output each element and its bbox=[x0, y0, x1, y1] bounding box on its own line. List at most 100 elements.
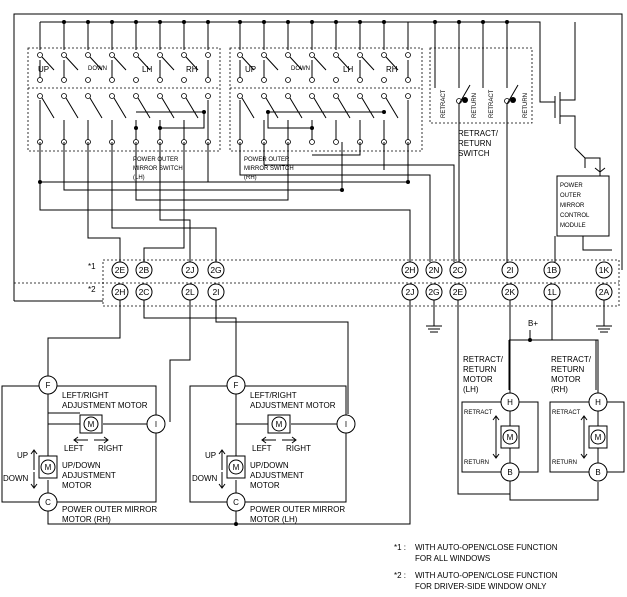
switch-rh-rh-label: RH bbox=[386, 65, 398, 74]
retract-motor-lh-name-1: RETRACT/ bbox=[463, 355, 504, 364]
row2-pin-2i: 2I bbox=[212, 287, 219, 297]
switch-lh-name-3: (LH) bbox=[133, 175, 145, 181]
switch-rh-name-3: (RH) bbox=[244, 175, 257, 181]
switch-lh-name-1: POWER OUTER bbox=[133, 157, 179, 163]
footnote-1-line-2: FOR ALL WINDOWS bbox=[415, 554, 490, 563]
lh-ud-motor-symbol: M bbox=[233, 463, 240, 472]
switch-rh-down-label: DOWN bbox=[291, 66, 310, 72]
footnotes: *1 : WITH AUTO-OPEN/CLOSE FUNCTION FOR A… bbox=[394, 543, 558, 591]
retract-motor-lh-term-h: H bbox=[507, 398, 513, 407]
switch-rh-up-label: UP bbox=[245, 65, 256, 74]
retract-motor-lh-term-b: B bbox=[507, 468, 512, 477]
footnote-1-mark: *1 : bbox=[394, 543, 406, 552]
rh-ud-label-1: UP/DOWN bbox=[62, 461, 101, 470]
row2-pin-2g: 2G bbox=[428, 287, 439, 297]
row1-pin-2b: 2B bbox=[139, 265, 150, 275]
retract-motor-rh-name-2: RETURN bbox=[551, 365, 585, 374]
rh-motor-term-f: F bbox=[46, 381, 51, 390]
lh-ud-label-3: MOTOR bbox=[250, 481, 280, 490]
rh-motor-term-c: C bbox=[45, 498, 51, 507]
row2-pin-2c: 2C bbox=[139, 287, 150, 297]
rh-ud-motor-symbol: M bbox=[45, 463, 52, 472]
power-outer-mirror-switch-lh: UP DOWN LH RH POWER OUTER MIRROR SWITCH … bbox=[27, 47, 221, 181]
row1-marker: *1 bbox=[88, 262, 96, 271]
retract-motor-lh-retract: RETRACT bbox=[464, 410, 493, 416]
retract-motor-lh-name-4: (LH) bbox=[463, 385, 479, 394]
retract-motor-lh-return: RETURN bbox=[464, 460, 489, 466]
lh-lr-motor-symbol: M bbox=[276, 420, 283, 429]
retract-motor-rh-return: RETURN bbox=[552, 460, 577, 466]
retract-motor-rh-term-h: H bbox=[595, 398, 601, 407]
retract-motor-rh-term-b: B bbox=[595, 468, 600, 477]
switch-lh-up-label: UP bbox=[38, 65, 49, 74]
module-name-4: CONTROL bbox=[560, 213, 590, 219]
retract-motor-lh-name-3: MOTOR bbox=[463, 375, 493, 384]
lh-motor-name-1: POWER OUTER MIRROR bbox=[250, 505, 345, 514]
motor-wiring bbox=[47, 300, 599, 526]
row1-pin-2c: 2C bbox=[453, 265, 464, 275]
switch-rh-name-2: MIRROR SWITCH bbox=[244, 166, 294, 172]
row1-pin-2h: 2H bbox=[405, 265, 416, 275]
connector-row-1: 2E 2B 2J 2G 2H 2N 2C 2I 1B 1K bbox=[111, 261, 613, 279]
switch-lh-rh-label: RH bbox=[186, 65, 198, 74]
retract-switch-name-2: RETURN bbox=[458, 139, 492, 148]
switch-contacts-lh bbox=[37, 52, 211, 145]
lh-motor-term-i: I bbox=[345, 420, 347, 429]
harness-wiring bbox=[38, 142, 455, 262]
power-outer-mirror-motor-rh: F I C M M LEFT/RIGHT ADJUSTMENT MOTOR LE… bbox=[1, 375, 166, 524]
footnote-1-line-1: WITH AUTO-OPEN/CLOSE FUNCTION bbox=[415, 543, 558, 552]
switch-lh-lh-label: LH bbox=[142, 65, 152, 74]
lh-ud-label-1: UP/DOWN bbox=[250, 461, 289, 470]
retract-motor-rh-retract: RETRACT bbox=[552, 410, 581, 416]
retract-switch-retract-2: RETRACT bbox=[489, 89, 495, 118]
lh-lr-label-2: ADJUSTMENT MOTOR bbox=[250, 401, 336, 410]
switch-rh-lh-label: LH bbox=[343, 65, 353, 74]
rh-left-label: LEFT bbox=[64, 444, 84, 453]
power-outer-mirror-control-module: POWER OUTER MIRROR CONTROL MODULE bbox=[554, 22, 612, 262]
row2-pin-2a: 2A bbox=[599, 287, 610, 297]
lh-up-label: UP bbox=[205, 451, 216, 460]
row2-pin-2k: 2K bbox=[505, 287, 516, 297]
rh-motor-term-i: I bbox=[155, 420, 157, 429]
retract-motor-lh-symbol: M bbox=[507, 433, 514, 442]
module-name-2: OUTER bbox=[560, 193, 582, 199]
rh-up-label: UP bbox=[17, 451, 28, 460]
retract-motor-lh-name-2: RETURN bbox=[463, 365, 497, 374]
connector-row-2: 2H 2C 2L 2I 2J 2G 2E 2K 1L 2A bbox=[111, 283, 613, 301]
retract-return-switch: RETRACT RETURN RETRACT RETURN RETRACT/ R… bbox=[429, 47, 533, 262]
retract-switch-retract-1: RETRACT bbox=[441, 89, 447, 118]
footnote-2-mark: *2 : bbox=[394, 571, 406, 580]
lh-motor-term-c: C bbox=[233, 498, 239, 507]
rh-ud-label-3: MOTOR bbox=[62, 481, 92, 490]
retract-return-motor-lh: RETRACT/ RETURN MOTOR (LH) H B M RETRACT… bbox=[461, 355, 539, 482]
rh-lr-label-2: ADJUSTMENT MOTOR bbox=[62, 401, 148, 410]
switch-lh-down-label: DOWN bbox=[88, 66, 107, 72]
rh-motor-name-2: MOTOR (RH) bbox=[62, 515, 111, 524]
lh-left-label: LEFT bbox=[252, 444, 272, 453]
b-plus-label: B+ bbox=[528, 319, 538, 328]
retract-motor-rh-name-3: MOTOR bbox=[551, 375, 581, 384]
retract-return-motor-rh: RETRACT/ RETURN MOTOR (RH) H B M RETRACT… bbox=[549, 355, 625, 482]
footnote-2-line-2: FOR DRIVER-SIDE WINDOW ONLY bbox=[415, 582, 547, 591]
row2-pin-2e: 2E bbox=[453, 287, 464, 297]
row2-pin-2j: 2J bbox=[406, 287, 415, 297]
power-outer-mirror-motor-lh: F I C M M LEFT/RIGHT ADJUSTMENT MOTOR LE… bbox=[189, 375, 356, 524]
switch-lh-name-2: MIRROR SWITCH bbox=[133, 166, 183, 172]
module-name-1: POWER bbox=[560, 183, 583, 189]
rh-lr-label-1: LEFT/RIGHT bbox=[62, 391, 109, 400]
retract-motor-rh-name-4: (RH) bbox=[551, 385, 568, 394]
switch-contacts-rh bbox=[237, 52, 411, 145]
lh-right-label: RIGHT bbox=[286, 444, 311, 453]
retract-motor-rh-symbol: M bbox=[595, 433, 602, 442]
rh-lr-motor-symbol: M bbox=[88, 420, 95, 429]
lh-lr-label-1: LEFT/RIGHT bbox=[250, 391, 297, 400]
rh-motor-name-1: POWER OUTER MIRROR bbox=[62, 505, 157, 514]
row2-pin-1l: 1L bbox=[547, 287, 557, 297]
switch-rh-name-1: POWER OUTER bbox=[244, 157, 290, 163]
lh-ud-label-2: ADJUSTMENT bbox=[250, 471, 304, 480]
row1-pin-2i: 2I bbox=[506, 265, 513, 275]
lh-motor-name-2: MOTOR (LH) bbox=[250, 515, 298, 524]
retract-switch-return-1: RETURN bbox=[472, 93, 478, 118]
row2-pin-2l: 2L bbox=[185, 287, 195, 297]
